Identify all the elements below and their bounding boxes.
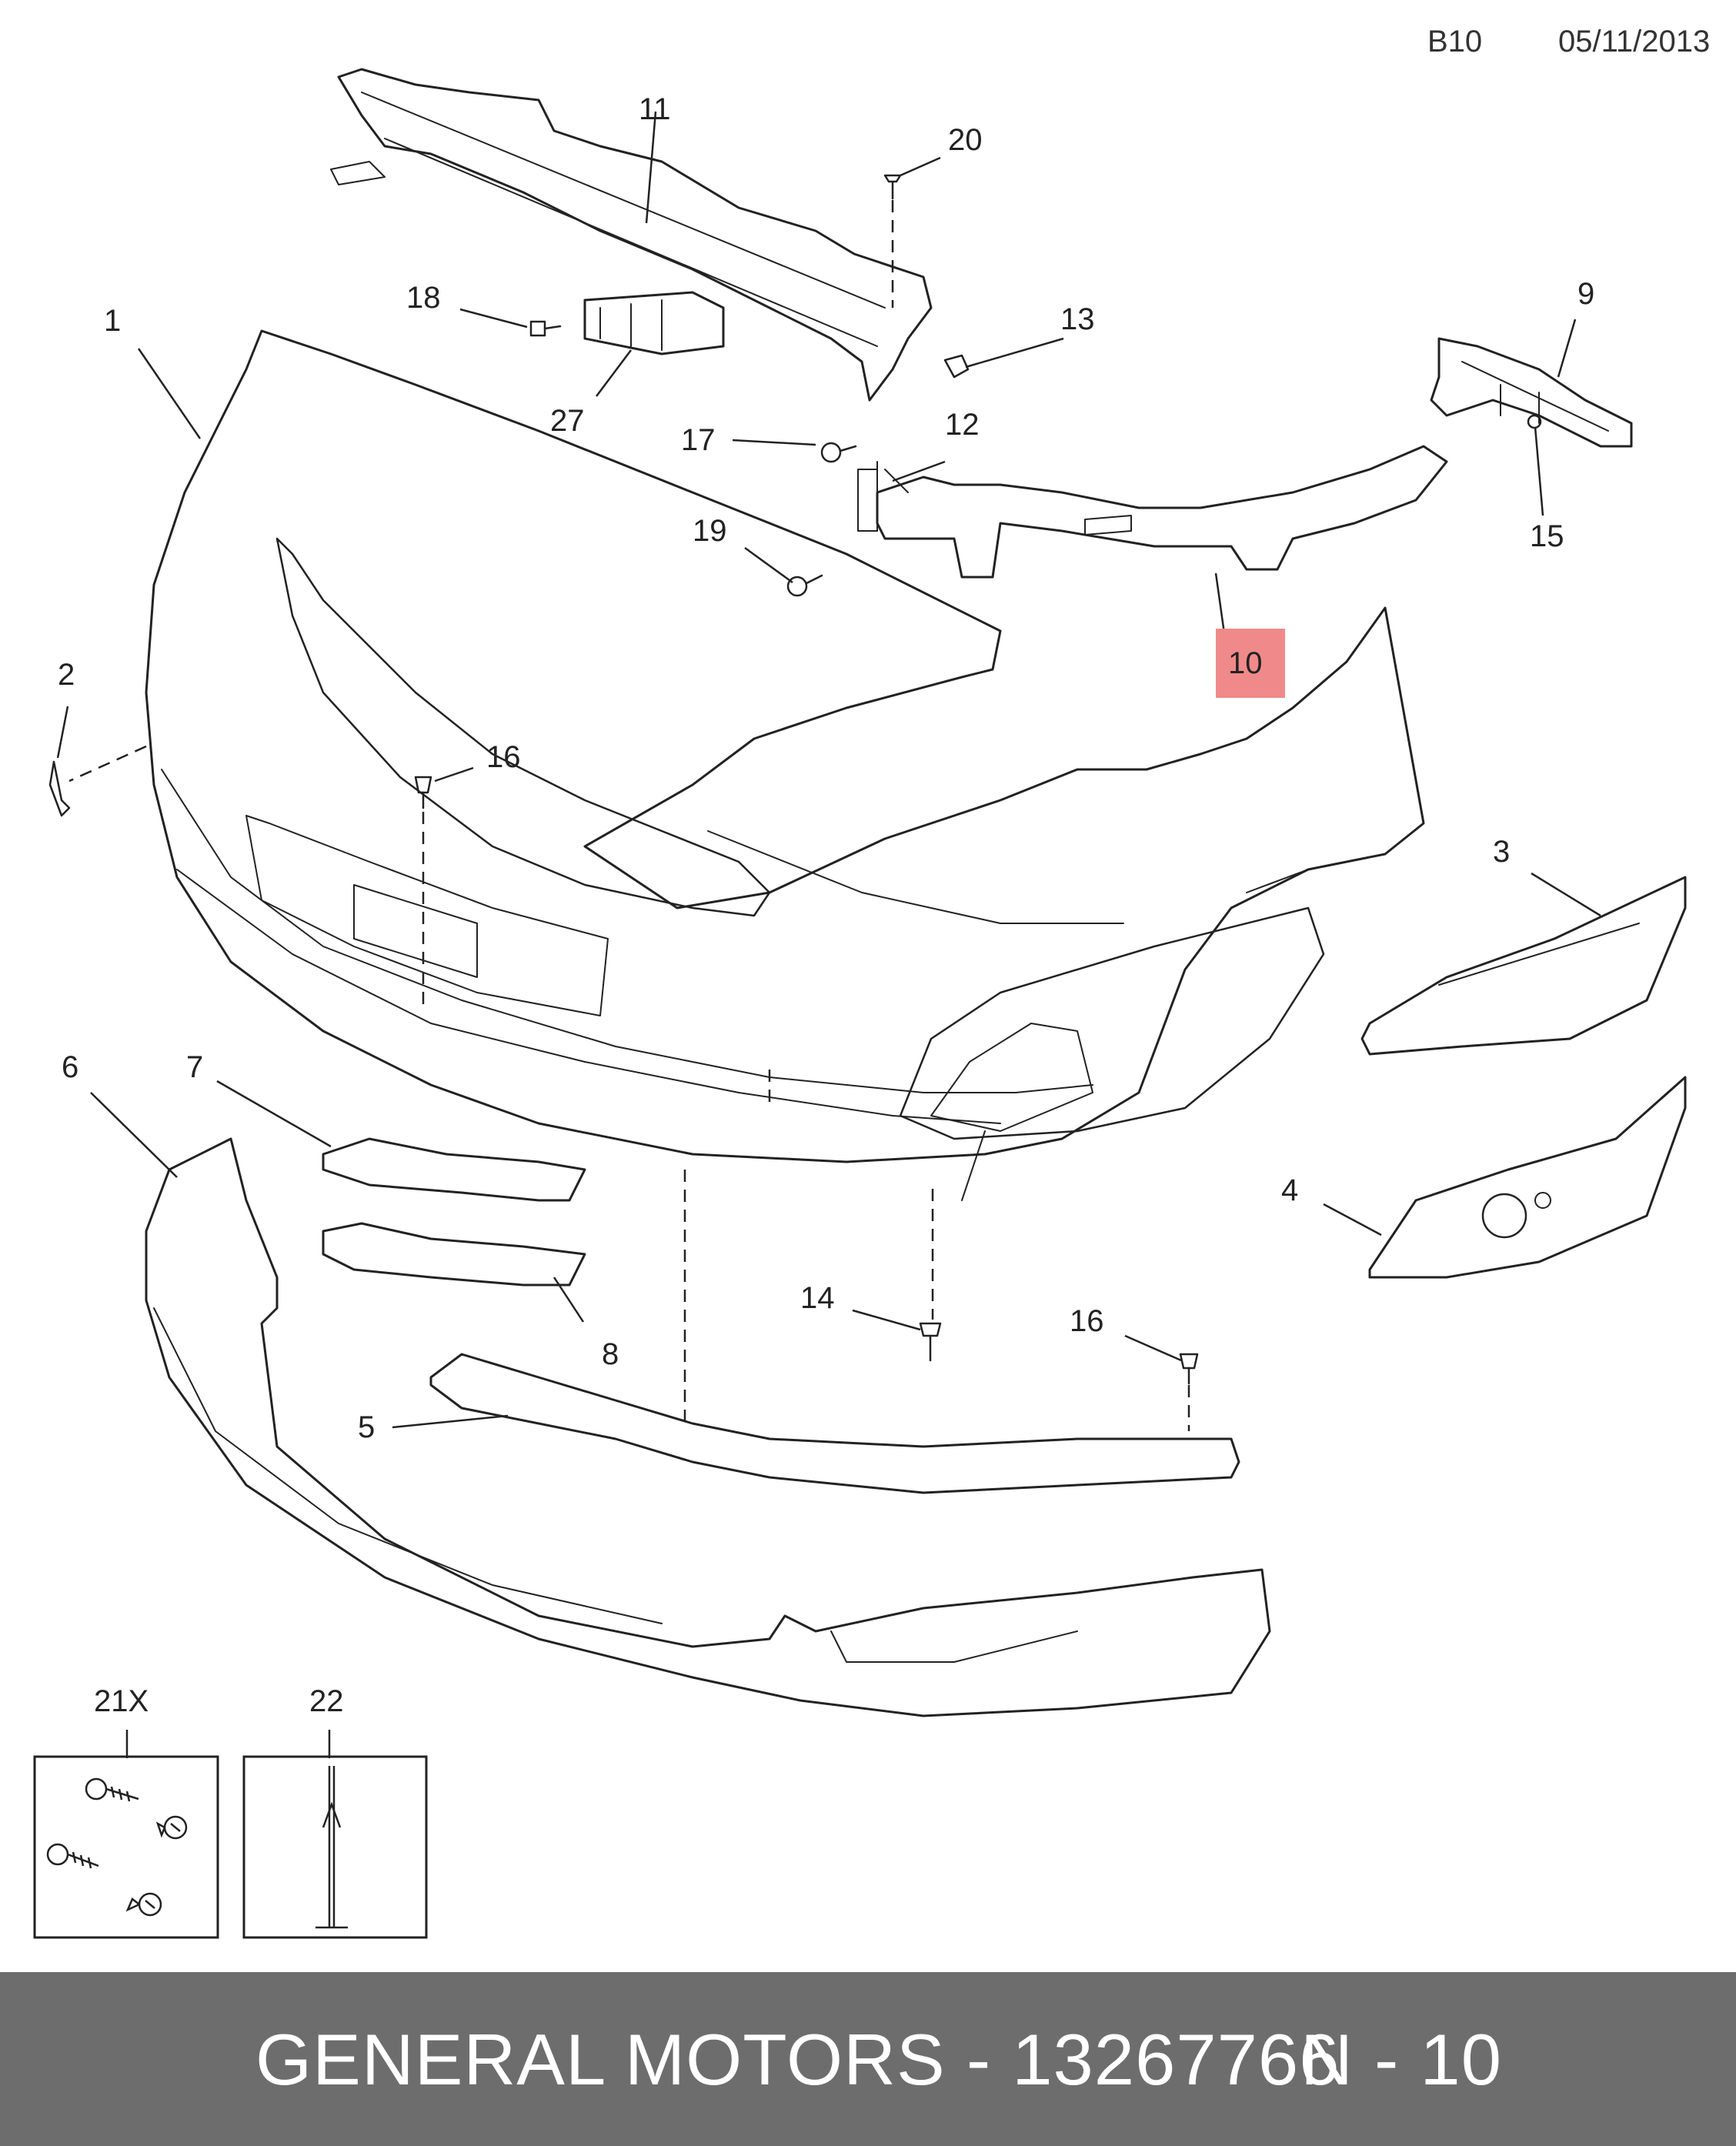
fastener-14: [919, 1322, 942, 1362]
part-7-trim-strip: [322, 1137, 586, 1202]
part-11-upper-bracket: [337, 68, 933, 402]
fastener-16-upper: [414, 776, 432, 809]
callout-17: 17: [681, 423, 716, 457]
callout-10: 10: [1228, 646, 1263, 680]
fog-lamp-opening-right: [899, 906, 1325, 1140]
part-8-trim-strip: [322, 1222, 586, 1287]
callout-2: 2: [58, 658, 75, 692]
callout-15: 15: [1530, 519, 1564, 553]
part-10-guide-bracket: [876, 445, 1448, 579]
part-4-fog-bezel: [1368, 1076, 1687, 1279]
part-number-label: GENERAL MOTORS - 13267766: [255, 2019, 1340, 2100]
screw-icon: [85, 1777, 139, 1802]
part-1-bumper-cover: [145, 329, 1425, 1163]
diagram-date: 05/11/2013: [1558, 25, 1711, 58]
fastener-16-lower: [1179, 1353, 1199, 1385]
part-12-tab: [857, 469, 878, 532]
callout-5: 5: [358, 1410, 375, 1444]
callout-7: 7: [186, 1050, 203, 1084]
fastener-20: [883, 174, 902, 200]
cable-tie-icon: [315, 1766, 348, 1929]
sheet-code: B10: [1427, 25, 1483, 58]
part-5-lower-strip: [429, 1353, 1240, 1494]
screw-icon: [155, 1815, 188, 1840]
callout-21x: 21X: [94, 1684, 149, 1718]
part-3-grille-insert: [1360, 876, 1687, 1056]
detail-box-21x: [33, 1755, 219, 1939]
callout-16-upper: 16: [486, 740, 521, 774]
callout-11: 11: [639, 92, 671, 126]
parts-diagram: 1 2 3 4 5 6 7 8 9 10 11 12 13 14 15 16 1…: [33, 68, 1687, 1939]
callout-12: 12: [945, 408, 980, 442]
callout-19: 19: [693, 514, 727, 548]
callout-4: 4: [1281, 1173, 1298, 1207]
part-6-lower-valance: [145, 1137, 1271, 1717]
highlight-box-part-10: [1216, 629, 1285, 698]
part-2-clip: [48, 760, 71, 817]
part-27-clip: [583, 291, 725, 355]
position-label: N - 10: [1300, 2019, 1502, 2100]
callout-22: 22: [309, 1684, 344, 1718]
screw-icon: [46, 1843, 99, 1869]
fastener-17: [820, 442, 857, 463]
detail-box-22: [242, 1755, 428, 1939]
callout-13: 13: [1060, 302, 1095, 336]
callout-1: 1: [104, 304, 121, 338]
callout-16-lower: 16: [1070, 1304, 1104, 1338]
callout-3: 3: [1493, 835, 1510, 869]
part-9-side-bracket: [1430, 337, 1633, 448]
callout-18: 18: [406, 281, 441, 315]
license-plate-recess: [245, 815, 609, 1016]
callout-14: 14: [800, 1281, 835, 1315]
callout-27: 27: [550, 404, 585, 438]
fastener-19: [786, 574, 823, 597]
callout-8: 8: [602, 1337, 619, 1371]
callout-9: 9: [1577, 277, 1594, 311]
fastener-13: [943, 354, 970, 379]
screw-icon: [125, 1892, 162, 1917]
footer-bar: GENERAL MOTORS - 13267766 N - 10: [0, 1972, 1736, 2146]
fastener-18: [529, 320, 562, 337]
callout-20: 20: [948, 123, 983, 157]
callout-6: 6: [62, 1050, 78, 1084]
